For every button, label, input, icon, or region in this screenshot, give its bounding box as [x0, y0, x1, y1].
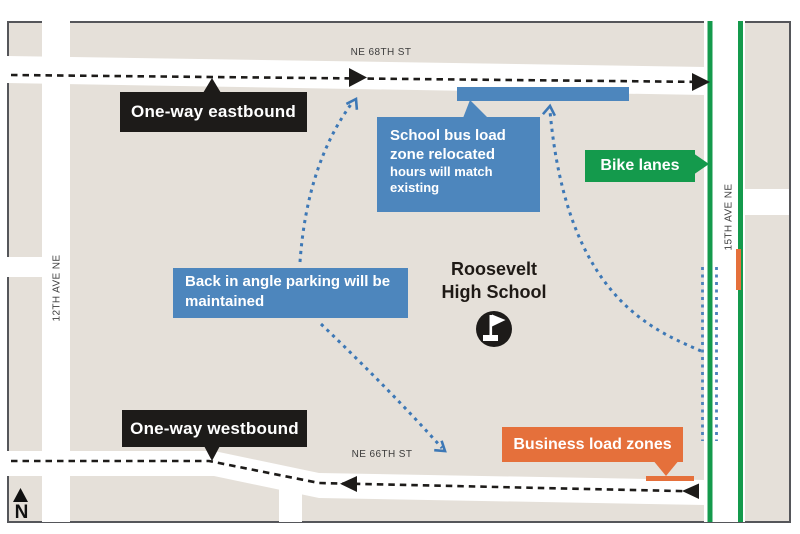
eastbound-arrowhead-end — [692, 73, 710, 91]
one-way-eastbound-callout: One-way eastbound — [120, 92, 307, 132]
bus-zone-callout-line4: existing — [390, 180, 440, 195]
north-arrow-icon — [13, 488, 28, 502]
back-in-parking-callout: Back in angle parking will be maintained — [173, 268, 408, 318]
dotted-arrow-to-bus-zone-chevron-icon — [541, 103, 557, 117]
street-label-ne-68th: NE 68TH ST — [350, 47, 412, 58]
map-graphics — [7, 21, 789, 522]
compass-north-label: N — [14, 502, 29, 523]
pointer-one-way-eastbound — [203, 78, 221, 93]
pointer-business-load-zones — [652, 459, 680, 476]
bike-lane-line-west — [707, 21, 713, 522]
dotted-arrow-to-68th-chevron-icon — [345, 96, 359, 110]
school-bus-load-zone-marker — [457, 87, 629, 101]
street-12th-ave — [42, 21, 70, 522]
school-name: Roosevelt High School — [420, 258, 568, 304]
bus-zone-callout-line1: School bus load — [390, 127, 506, 144]
side-street-south — [279, 477, 302, 522]
one-way-westbound-callout: One-way westbound — [122, 410, 307, 447]
school-name-line2: High School — [441, 282, 547, 302]
back-in-parking-line1: Back in angle parking will be — [185, 273, 391, 290]
pointer-one-way-westbound — [203, 444, 221, 461]
dotted-arrow-to-68th — [298, 102, 354, 263]
side-street-east — [745, 189, 789, 215]
side-street-west — [7, 257, 43, 277]
eastbound-arrowhead-mid — [349, 68, 367, 87]
street-label-12th-ave: 12TH AVE NE — [51, 254, 63, 322]
flag-icon — [476, 311, 512, 347]
business-load-zone-marker-66th — [646, 476, 694, 481]
pointer-bus-zone — [463, 100, 488, 118]
dotted-arrow-to-bus-zone — [548, 110, 702, 353]
dotted-arrow-to-66th — [319, 322, 444, 450]
pointer-bike-lanes — [693, 153, 709, 175]
street-label-ne-66th: NE 66TH ST — [351, 449, 413, 460]
business-load-zones-callout: Business load zones — [502, 427, 683, 462]
school-name-line1: Roosevelt — [450, 259, 538, 279]
street-label-15th-ave: 15TH AVE NE — [723, 183, 735, 251]
bus-zone-callout-line3: hours will match — [390, 164, 493, 179]
westbound-arrowhead-end — [682, 483, 699, 499]
business-load-zone-marker-15th — [736, 249, 741, 290]
bike-lanes-callout: Bike lanes — [585, 150, 695, 182]
bus-zone-callout: School bus load zone relocated hours wil… — [377, 117, 540, 212]
dotted-arrow-to-66th-chevron-icon — [434, 440, 447, 453]
back-in-parking-line2: maintained — [185, 293, 265, 310]
westbound-arrowhead-mid — [340, 476, 357, 492]
bus-zone-callout-line2: zone relocated — [390, 146, 496, 163]
dashed-line-westbound — [11, 459, 700, 493]
